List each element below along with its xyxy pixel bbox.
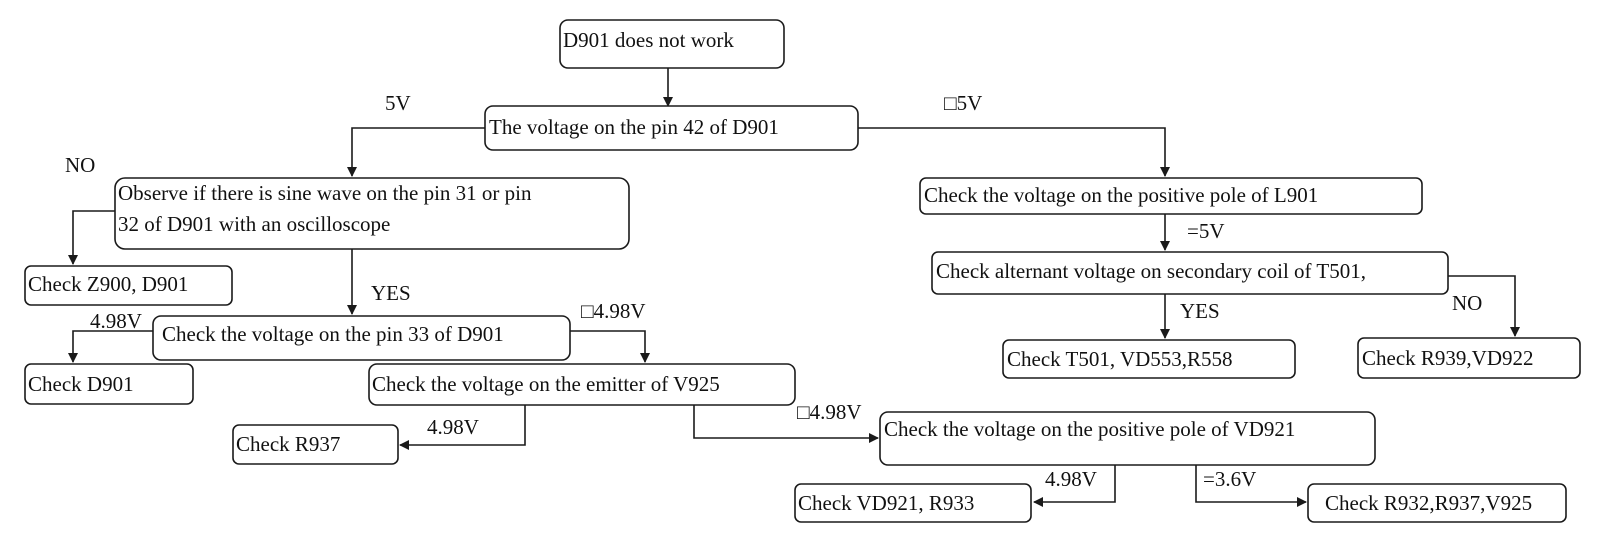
svg-text:D901 does not work: D901 does not work	[563, 28, 734, 52]
label-pin42-not5v: □5V	[944, 91, 982, 115]
node-pin33-voltage: Check the voltage on the pin 33 of D901	[152, 315, 571, 361]
svg-text:Check Z900, D901: Check Z900, D901	[28, 272, 188, 296]
label-l901-eq5v: =5V	[1187, 219, 1225, 243]
connector-pin42-not5v	[858, 127, 1170, 177]
svg-text:Check R937: Check R937	[236, 432, 340, 456]
node-l901-voltage: Check the voltage on the positive pole o…	[919, 177, 1423, 215]
label-sine-yes: YES	[371, 281, 411, 305]
label-emitter-not4.98v: □4.98V	[797, 400, 862, 424]
label-vd921-4.98v: 4.98V	[1045, 467, 1097, 491]
svg-text:Check the voltage on the posit: Check the voltage on the positive pole o…	[884, 417, 1295, 441]
label-vd921-3.6v: =3.6V	[1203, 467, 1256, 491]
connector-pin33-not4.98v	[570, 330, 650, 363]
connector-pin42-5v	[347, 127, 485, 177]
node-emitter-voltage: Check the voltage on the emitter of V925	[368, 363, 796, 406]
svg-text:32 of D901 with an oscilloscop: 32 of D901 with an oscilloscope	[118, 212, 390, 236]
node-start: D901 does not work	[559, 19, 785, 69]
edge-labels: 5V □5V NO YES 4.98V □4.98V 4.98V □4.98V …	[65, 91, 1482, 491]
node-check-vd921-r933: Check VD921, R933	[794, 483, 1032, 523]
node-check-r937: Check R937	[232, 424, 399, 465]
connector-t501-no	[1448, 275, 1520, 337]
connector-sine-no	[68, 210, 115, 265]
node-vd921-voltage: Check the voltage on the positive pole o…	[879, 411, 1376, 466]
label-pin42-5v: 5V	[385, 91, 411, 115]
connector-vd921-3.6v	[1195, 465, 1307, 507]
node-check-d901: Check D901	[24, 363, 194, 405]
svg-text:Check T501, VD553,R558: Check T501, VD553,R558	[1007, 347, 1233, 371]
label-t501-no: NO	[1452, 291, 1482, 315]
connector-emitter-4.98v	[399, 405, 526, 450]
connector-emitter-not4.98v	[693, 405, 879, 443]
svg-text:Check the voltage on the pin 3: Check the voltage on the pin 33 of D901	[162, 322, 504, 346]
svg-text:Check D901: Check D901	[28, 372, 134, 396]
node-check-r939-vd922: Check R939,VD922	[1357, 337, 1581, 379]
svg-text:Observe if there is sine wave: Observe if there is sine wave on the pin…	[118, 181, 532, 205]
svg-text:Check R939,VD922: Check R939,VD922	[1362, 346, 1534, 370]
connectors	[68, 68, 1520, 507]
svg-text:Check the voltage on the emitt: Check the voltage on the emitter of V925	[372, 372, 720, 396]
svg-text:Check alternant voltage on sec: Check alternant voltage on secondary coi…	[936, 259, 1366, 283]
svg-text:Check the voltage on the posit: Check the voltage on the positive pole o…	[924, 183, 1318, 207]
node-sine-wave-check: Observe if there is sine wave on the pin…	[114, 177, 630, 250]
label-pin33-4.98v: 4.98V	[90, 309, 142, 333]
svg-text:Check VD921, R933: Check VD921, R933	[798, 491, 974, 515]
label-t501-yes: YES	[1180, 299, 1220, 323]
connector-vd921-4.98v	[1033, 465, 1116, 507]
label-pin33-not4.98v: □4.98V	[581, 299, 646, 323]
node-t501-coil-voltage: Check alternant voltage on secondary coi…	[931, 251, 1449, 295]
svg-text:Check R932,R937,V925: Check R932,R937,V925	[1325, 491, 1532, 515]
node-check-t501: Check T501, VD553,R558	[1002, 339, 1296, 379]
label-emitter-4.98v: 4.98V	[427, 415, 479, 439]
svg-text:The voltage on the pin 42 of: The voltage on the pin 42 of D901	[489, 115, 779, 139]
connector-pin33-4.98v	[68, 330, 153, 363]
node-check-r932-r937-v925: Check R932,R937,V925	[1307, 483, 1567, 523]
node-check-z900-d901: Check Z900, D901	[24, 265, 233, 306]
node-pin42-voltage: The voltage on the pin 42 of D901	[484, 105, 859, 151]
label-sine-no: NO	[65, 153, 95, 177]
